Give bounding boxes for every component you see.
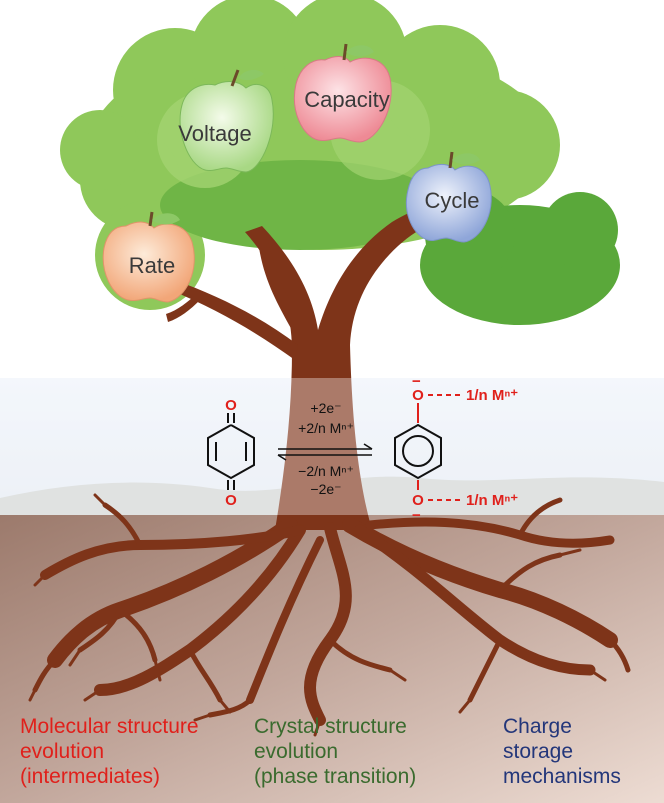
product-phenolate: O − 1/n Mⁿ⁺ O − 1/n Mⁿ⁺	[394, 373, 518, 524]
product-cation-bottom: 1/n Mⁿ⁺	[466, 492, 518, 509]
product-oxygen-top: O	[412, 387, 424, 404]
fruit-label-rate: Rate	[129, 253, 175, 278]
product-oxygen-bottom: O	[412, 492, 424, 509]
fruit-capacity: Capacity	[294, 43, 392, 143]
fruit-voltage: Voltage	[178, 69, 274, 173]
reverse-electrons: −2e⁻	[310, 481, 341, 497]
product-charge-bottom: −	[412, 507, 421, 524]
ground	[0, 515, 664, 803]
caption-crystal-line3: (phase transition)	[254, 765, 417, 788]
roots	[28, 493, 631, 737]
caption-crystal-line1: Crystal structure	[254, 715, 407, 738]
reactant-oxygen-top: O	[225, 397, 237, 414]
caption-crystal-line2: evolution	[254, 740, 339, 763]
caption-charge-line2: storage	[503, 740, 574, 763]
caption-molecular-line3: (intermediates)	[20, 765, 161, 788]
fruit-label-cycle: Cycle	[424, 188, 479, 213]
reverse-cations: −2/n Mⁿ⁺	[298, 463, 354, 479]
fruit-label-capacity: Capacity	[304, 87, 390, 112]
reactant-quinone: O O	[207, 397, 255, 509]
reaction-arrows	[277, 443, 373, 461]
fruit-rate: Rate	[102, 211, 195, 303]
caption-molecular: Molecular structure evolution (intermedi…	[20, 714, 199, 789]
fruit-label-voltage: Voltage	[178, 121, 251, 146]
tree-trunk	[166, 199, 480, 530]
caption-molecular-line1: Molecular structure	[20, 715, 199, 738]
caption-charge-line1: Charge	[503, 715, 572, 738]
product-cation-top: 1/n Mⁿ⁺	[466, 387, 518, 404]
trunk-overlay	[0, 378, 664, 515]
caption-charge-line3: mechanisms	[503, 765, 621, 788]
reactant-oxygen-bottom: O	[225, 492, 237, 509]
product-charge-top: −	[412, 373, 421, 390]
forward-electrons: +2e⁻	[310, 400, 341, 416]
fruit-cycle: Cycle	[405, 151, 492, 243]
caption-charge: Charge storage mechanisms	[503, 714, 621, 789]
caption-crystal: Crystal structure evolution (phase trans…	[254, 714, 416, 789]
caption-molecular-line2: evolution	[20, 740, 105, 763]
forward-cations: +2/n Mⁿ⁺	[298, 420, 354, 436]
